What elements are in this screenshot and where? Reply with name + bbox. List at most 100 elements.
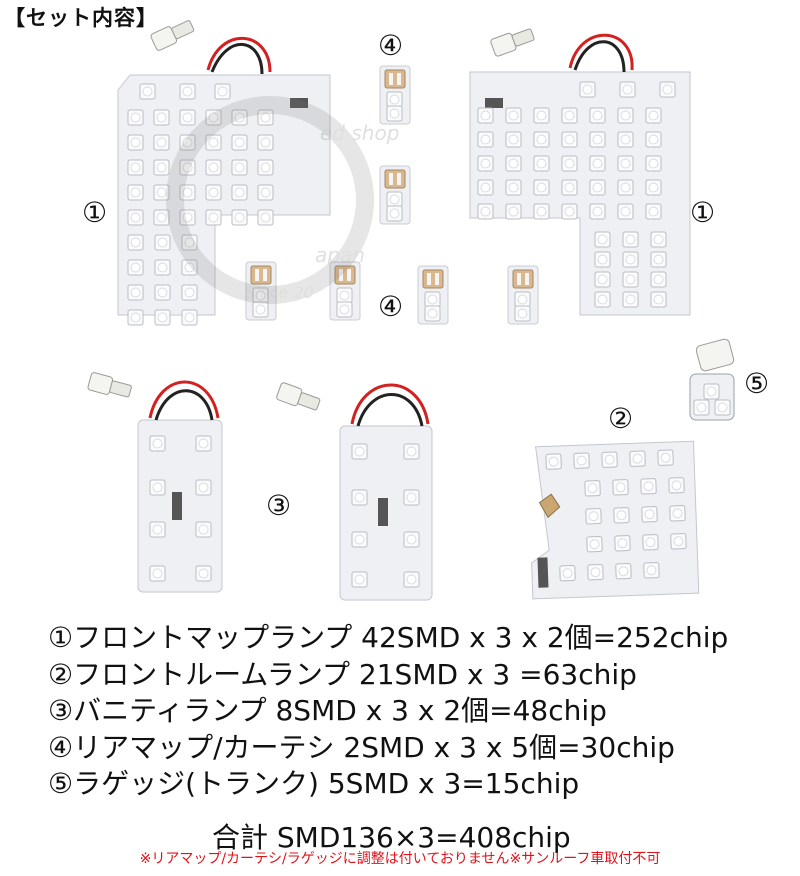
marker-1-left: ① (82, 196, 108, 229)
led-chip (505, 179, 522, 196)
led-chip (643, 562, 660, 579)
led-chip (154, 284, 171, 301)
led-chip (622, 231, 639, 248)
vanity-board-left (86, 371, 223, 593)
led-chip (477, 107, 494, 124)
led-chip (587, 563, 604, 581)
led-chip (669, 505, 686, 522)
led-chip (584, 480, 601, 497)
led-chip (505, 155, 522, 172)
led-chip (650, 291, 667, 308)
led-chip (127, 159, 144, 176)
led-chip (153, 134, 170, 151)
product-photo: ed shop apan Since 20 (86, 16, 735, 601)
led-chip (657, 449, 674, 466)
led-chip (589, 203, 606, 220)
led-chip (617, 107, 634, 124)
led-chip (351, 443, 368, 460)
led-chip (642, 534, 659, 551)
led-chip (154, 234, 171, 251)
led-chip (645, 131, 662, 148)
led-chip (650, 251, 667, 268)
led-chip (561, 131, 578, 148)
marker-2: ② (608, 402, 634, 435)
marker-3: ③ (266, 489, 292, 522)
led-chip (545, 453, 562, 470)
led-chip (505, 131, 522, 148)
led-chip (559, 564, 576, 582)
led-chip (205, 184, 222, 201)
led-chip (533, 179, 550, 196)
spec-line-luggage: ⑤ラゲッジ(トランク) 5SMD x 3=15chip (48, 767, 580, 800)
marker-4-top: ④ (378, 29, 404, 62)
led-chip (149, 565, 166, 582)
led-chip (257, 159, 274, 176)
led-chip (149, 521, 166, 538)
led-chip (629, 450, 646, 467)
led-chip (617, 131, 634, 148)
led-chip (231, 134, 248, 151)
front-map-board-left (117, 16, 331, 326)
led-chip (181, 284, 198, 301)
led-chip (231, 184, 248, 201)
set-contents-title: 【セット内容】 (4, 6, 158, 30)
led-chip (613, 507, 630, 524)
marker-5: ⑤ (744, 367, 770, 400)
caution-note: ※リアマップ/カーテシ/ラゲッジに調整は付いておりません※サンルーフ車取付不可 (139, 851, 661, 867)
led-chip (179, 109, 196, 126)
led-chip (257, 209, 274, 226)
led-chip (645, 203, 662, 220)
led-chip (612, 479, 629, 496)
spec-line-vanity: ③バニティランプ 8SMD x 3 x 2個=48chip (48, 694, 607, 727)
led-chip (149, 435, 166, 452)
marker-1-right: ① (690, 196, 716, 229)
led-chip (257, 184, 274, 201)
led-chip (594, 231, 611, 248)
led-chip (619, 81, 636, 98)
led-chip (195, 565, 212, 582)
led-chip (477, 179, 494, 196)
led-chip (127, 184, 144, 201)
watermark: ed shop apan Since 20 (166, 96, 399, 304)
led-chip (214, 83, 231, 100)
led-chip (351, 531, 368, 548)
led-chip (533, 131, 550, 148)
front-map-board-right (469, 25, 691, 316)
led-chip (231, 209, 248, 226)
led-chip (505, 203, 522, 220)
led-chip (403, 489, 420, 506)
svg-text:apan: apan (315, 243, 365, 267)
luggage-bulb (689, 338, 735, 421)
spec-line-rear-map: ④リアマップ/カーテシ 2SMD x 3 x 5個=30chip (48, 730, 675, 764)
led-chip (533, 107, 550, 124)
led-chip (645, 107, 662, 124)
led-chip (561, 203, 578, 220)
led-chip (589, 107, 606, 124)
led-chip (195, 435, 212, 452)
led-chip (179, 83, 196, 100)
led-chip (153, 159, 170, 176)
led-chip (586, 535, 603, 553)
led-chip (231, 159, 248, 176)
led-chip (139, 83, 156, 100)
led-chip (579, 81, 596, 98)
led-chip (594, 291, 611, 308)
led-chip (573, 452, 590, 469)
led-chip (195, 521, 212, 538)
led-chip (594, 251, 611, 268)
led-chip (127, 259, 144, 276)
svg-text:ed shop: ed shop (320, 121, 399, 145)
led-chip (257, 134, 274, 151)
led-chip (154, 309, 171, 326)
led-chip (589, 131, 606, 148)
led-chip (205, 209, 222, 226)
led-chip (195, 479, 212, 496)
led-chip (477, 203, 494, 220)
led-chip (670, 533, 687, 550)
svg-text:Since 20: Since 20 (245, 283, 314, 302)
led-chip (594, 271, 611, 288)
led-chip (617, 179, 634, 196)
led-chip (561, 155, 578, 172)
led-chip (403, 531, 420, 548)
led-chip (561, 107, 578, 124)
